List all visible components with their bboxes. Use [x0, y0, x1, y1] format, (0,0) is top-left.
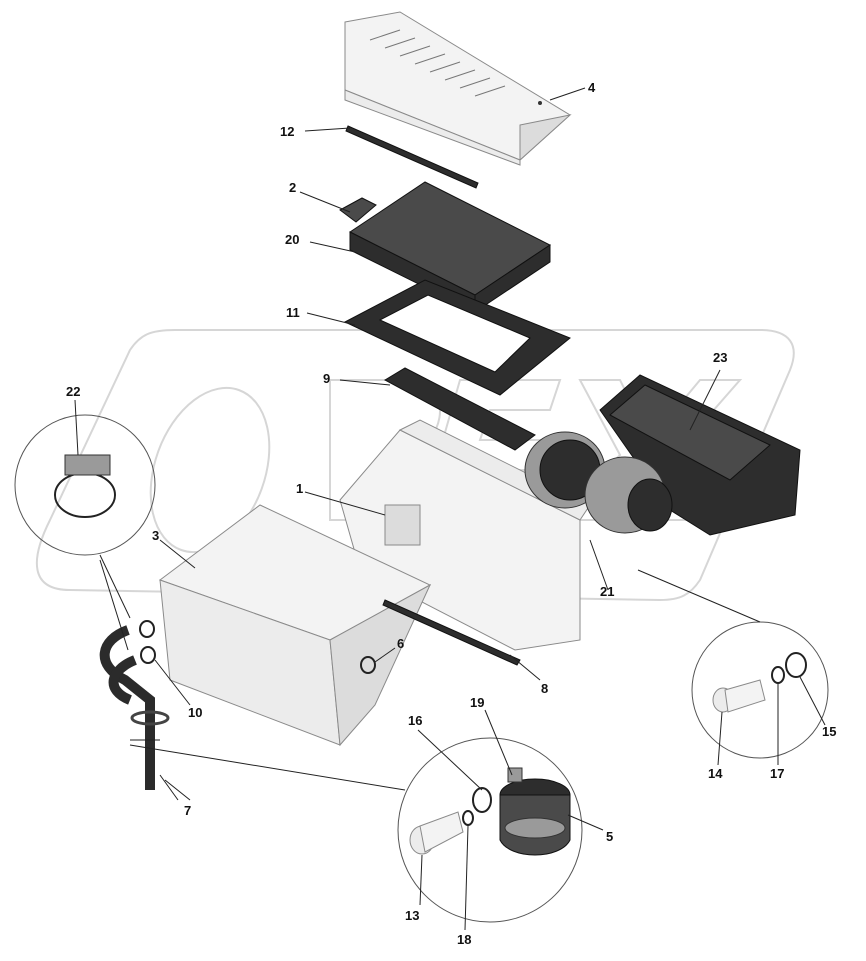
label-13: 13 [405, 908, 419, 923]
label-12: 12 [280, 124, 294, 139]
label-15: 15 [822, 724, 836, 739]
label-17: 17 [770, 766, 784, 781]
callout-clamp [14, 414, 156, 556]
callout-motor-mount [397, 737, 583, 923]
label-5: 5 [606, 829, 613, 844]
part-gasket-frame [343, 279, 571, 396]
label-21-blower: 21 [600, 584, 614, 599]
part-blower-assembly [524, 374, 801, 536]
label-20: 20 [285, 232, 299, 247]
part-bracket [339, 197, 377, 223]
label-9: 9 [323, 371, 330, 386]
label-22: 22 [66, 384, 80, 399]
part-pipes [99, 625, 170, 790]
part-cover [344, 11, 572, 166]
label-23: 23 [713, 350, 727, 365]
part-seal-strip-top [345, 125, 479, 189]
label-10: 10 [188, 705, 202, 720]
part-mounting-strip [382, 599, 521, 666]
part-housing-box [158, 504, 432, 747]
label-18: 18 [457, 932, 471, 947]
part-labels: 1 2 3 4 5 6 7 8 9 10 11 12 13 14 15 16 1… [66, 80, 836, 947]
label-2: 2 [289, 180, 296, 195]
callout-bolt-washers [691, 621, 829, 759]
leader-lines [74, 87, 826, 931]
label-4: 4 [588, 80, 596, 95]
label-11: 11 [286, 305, 300, 320]
label-6: 6 [397, 636, 404, 651]
label-3: 3 [152, 528, 159, 543]
label-19: 19 [470, 695, 484, 710]
label-8: 8 [541, 681, 548, 696]
label-7: 7 [184, 803, 191, 818]
label-1: 1 [296, 481, 303, 496]
label-16: 16 [408, 713, 422, 728]
label-14: 14 [708, 766, 723, 781]
part-o-rings [139, 620, 156, 664]
part-seal-strip-middle [383, 367, 536, 451]
part-o-ring-small [360, 656, 376, 674]
